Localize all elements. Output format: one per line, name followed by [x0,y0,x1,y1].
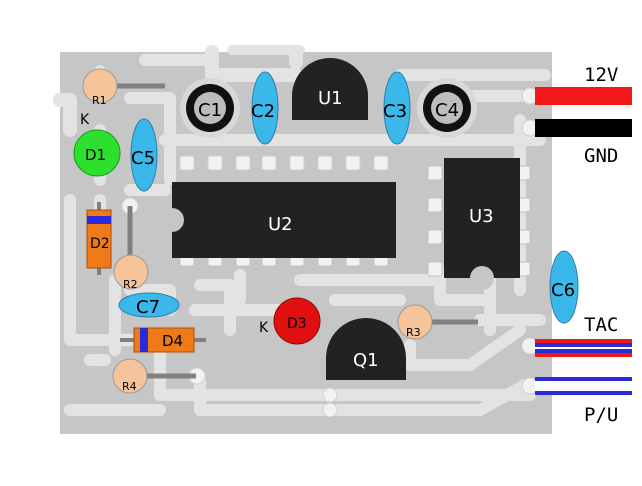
capacitor-c7: C7 [118,292,180,318]
resistor-r1: R1 [82,68,165,107]
resistor-r2: R2 [113,206,149,291]
capacitor-c3: C3 [383,71,411,145]
diode-d2: D2 [86,202,112,275]
c2-label: C2 [251,101,275,122]
resistor-r3: R3 [397,304,478,340]
led-d3: D3 [273,297,321,345]
wire-12v-label: 12V [584,64,618,86]
transistor-q1: Q1 [326,318,406,380]
q1-label: Q1 [353,350,379,371]
r3-label: R3 [406,326,421,339]
wire-tac: TAC [535,314,632,357]
regulator-u1: U1 [292,58,368,120]
capacitor-c4: C4 [417,78,477,138]
d2-label: D2 [90,236,110,252]
c1-label: C1 [198,100,222,121]
wire-pu: P/U [535,377,632,426]
r2-label: R2 [123,278,138,291]
d1-label: D1 [85,146,106,164]
d3-cathode-label: K [259,320,269,336]
solder-pads [121,87,539,418]
d3-label: D3 [287,316,307,332]
capacitor-c5: C5 [130,118,158,192]
u1-label: U1 [318,88,343,109]
diode-d4: D4 [120,327,206,353]
wire-pu-label: P/U [584,404,618,426]
c3-label: C3 [383,101,407,122]
wire-tac-label: TAC [584,314,618,336]
capacitor-c6: C6 [549,250,579,324]
capacitor-c1: C1 [180,78,240,138]
r4-label: R4 [122,380,137,393]
d4-label: D4 [162,332,183,350]
wire-12v: 12V [535,64,632,105]
capacitor-c2: C2 [251,71,279,145]
ic-u3: U3 [427,158,531,290]
c5-label: C5 [131,148,155,169]
c7-label: C7 [136,297,160,318]
d1-cathode-label: K [80,112,90,128]
led-d1: D1 [73,129,121,177]
u3-label: U3 [469,206,494,227]
wire-gnd-label: GND [584,145,618,167]
resistor-r4: R4 [112,358,196,394]
u2-label: U2 [268,214,293,235]
wire-gnd: GND [535,119,632,167]
ic-u2: U2 [160,182,396,267]
c4-label: C4 [435,100,459,121]
c6-label: C6 [551,280,575,301]
r1-label: R1 [92,94,107,107]
